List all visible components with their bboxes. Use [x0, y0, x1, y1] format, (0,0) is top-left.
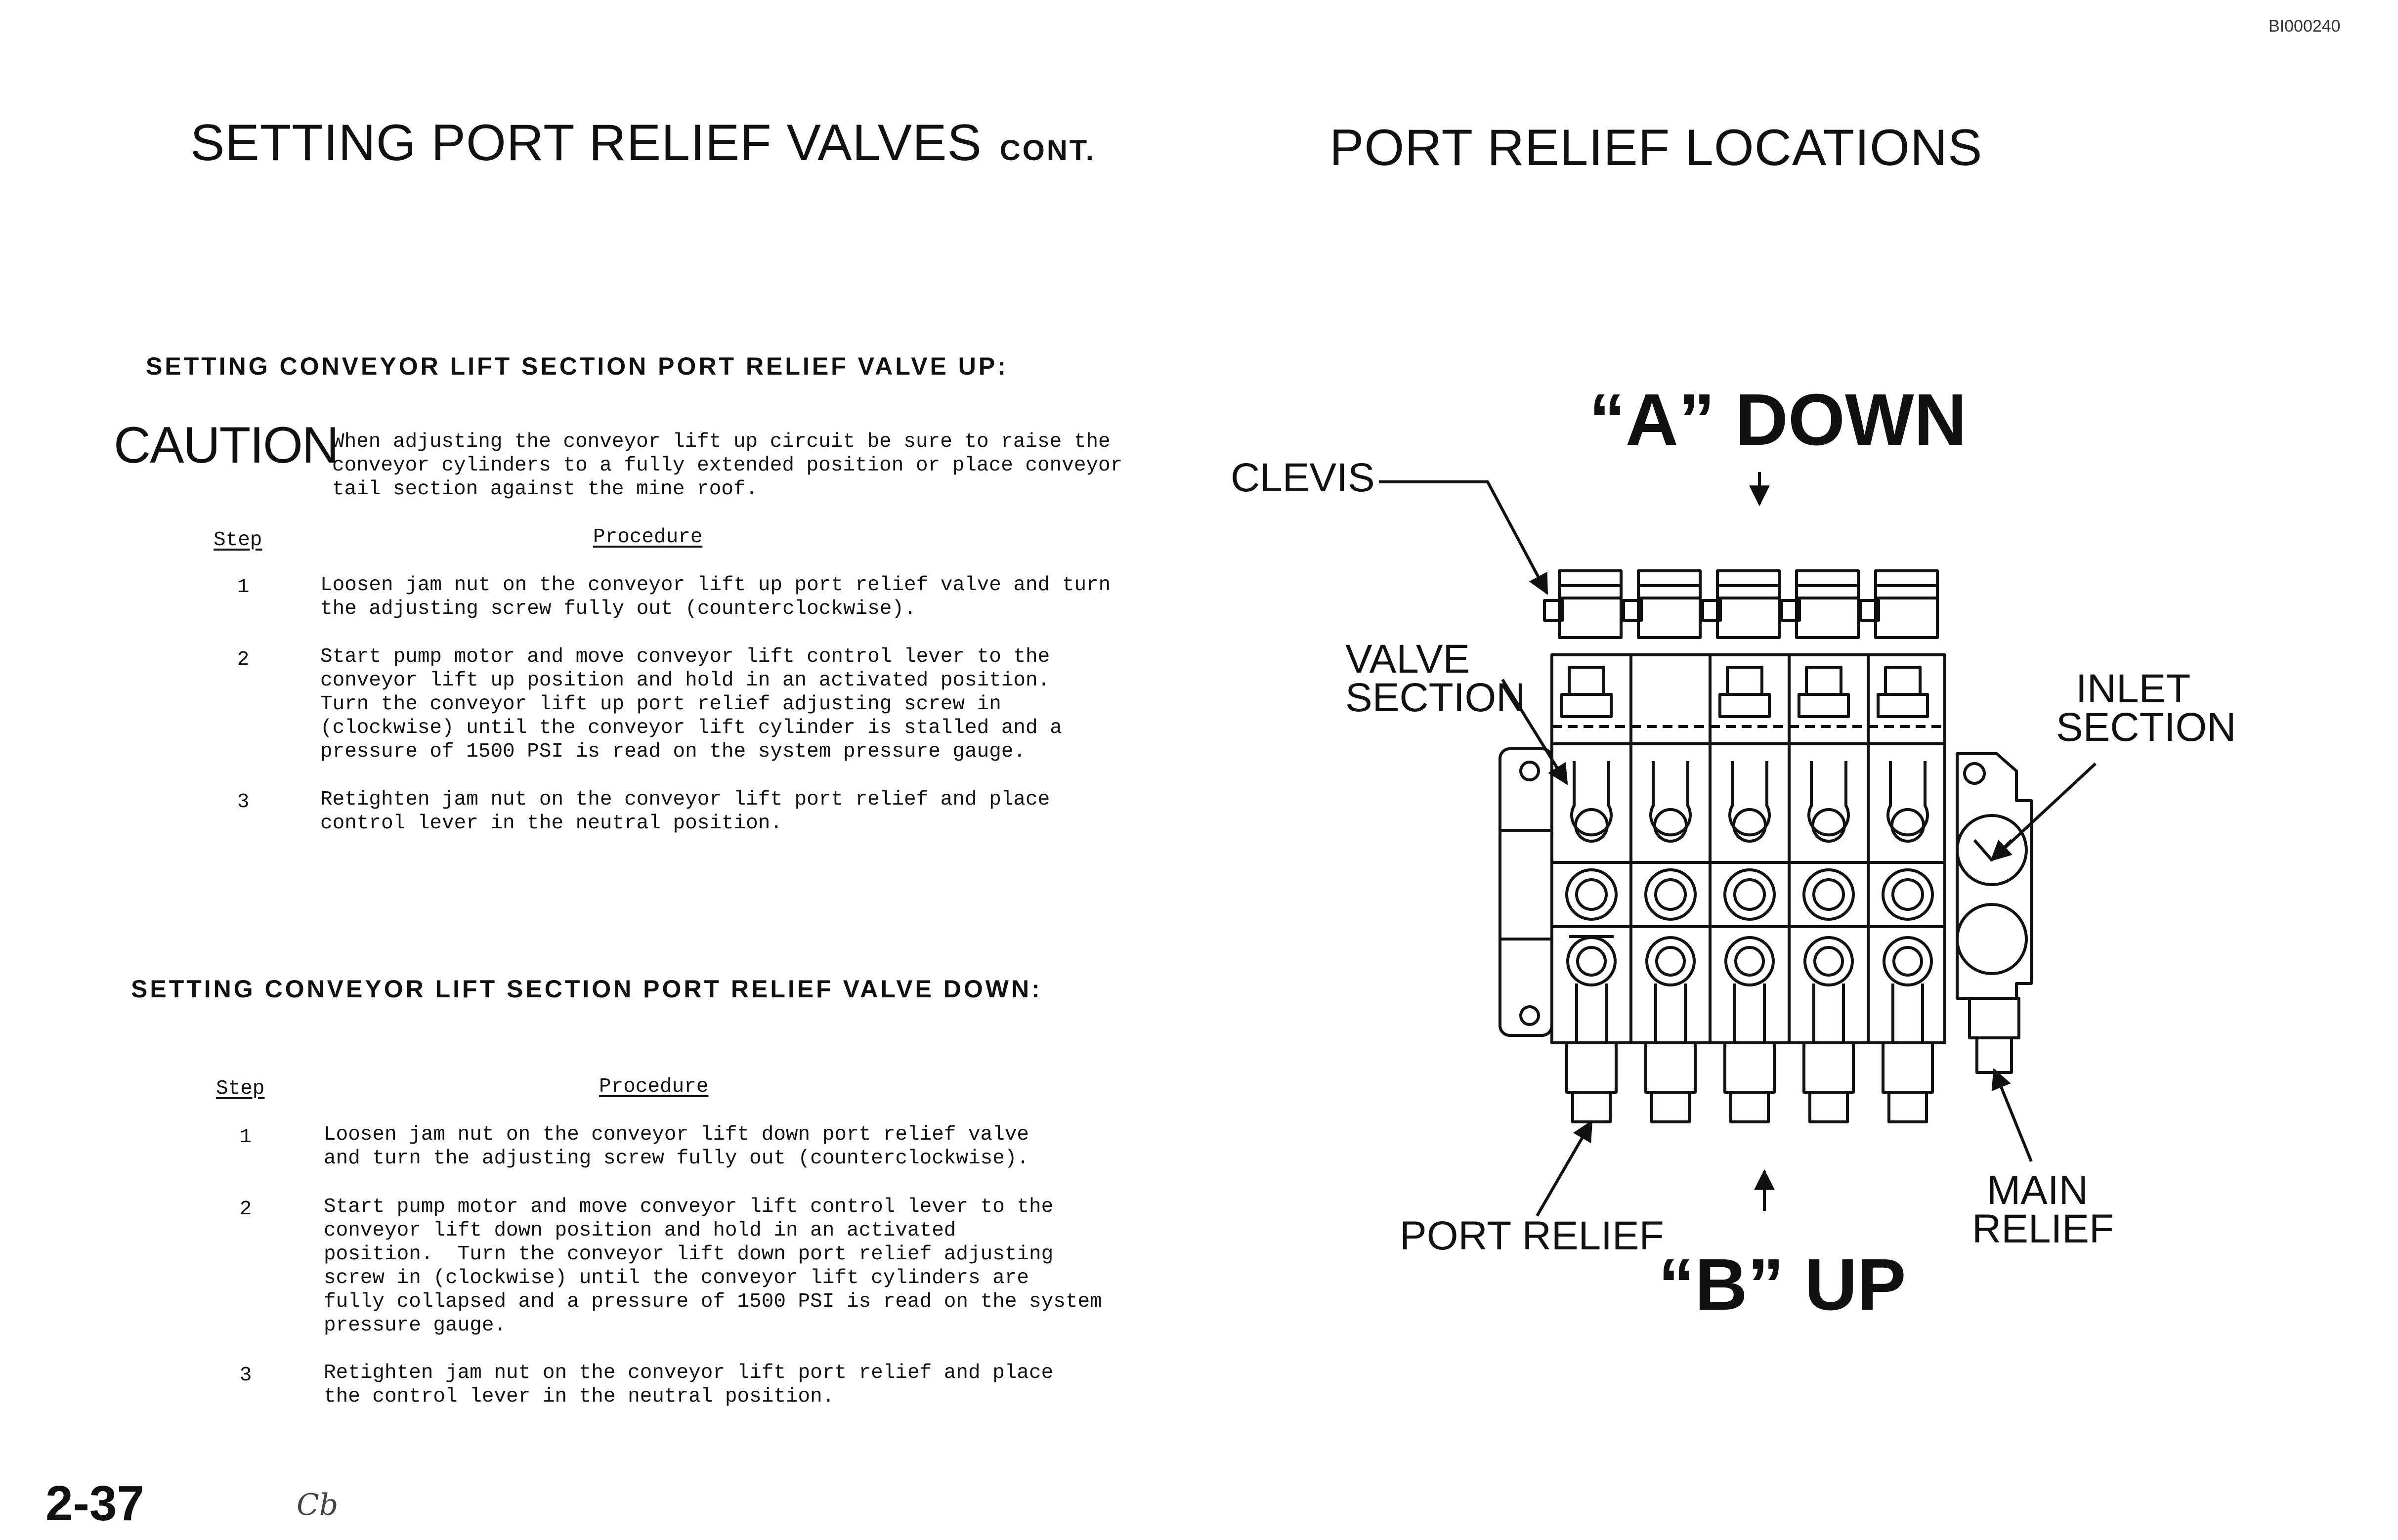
left-page-title: SETTING PORT RELIEF VALVES CONT. — [190, 114, 1096, 172]
down-step-3-text: Retighten jam nut on the conveyor lift p… — [324, 1362, 1054, 1408]
a-down-label: “A” DOWN — [1589, 379, 1967, 461]
b-up-label: “B” UP — [1658, 1244, 1906, 1326]
inlet-section-label-line1: INLET — [2076, 666, 2191, 711]
middle-plug-row — [1565, 868, 1934, 921]
down-step-2-number: 2 — [239, 1198, 252, 1221]
upper-ports-row — [1570, 761, 1929, 843]
clevis-row — [1543, 569, 1939, 639]
inlet-section-label: INLET SECTION — [2056, 666, 2236, 750]
document-id: BI000240 — [2269, 17, 2341, 36]
main-relief-label-line1: MAIN — [1987, 1168, 2088, 1213]
section-down-heading: SETTING CONVEYOR LIFT SECTION PORT RELIE… — [131, 975, 1042, 1003]
down-procedure-header: Procedure — [599, 1075, 709, 1098]
bottom-spool-ends — [1565, 1041, 1934, 1123]
up-procedure-header: Procedure — [593, 526, 703, 549]
valve-section-label: VALVE SECTION — [1345, 637, 1526, 720]
up-step-3-number: 3 — [237, 791, 250, 813]
down-step-1-number: 1 — [239, 1126, 252, 1149]
handwritten-initials: Cb — [297, 1488, 339, 1522]
inlet-section-label-line2: SECTION — [2056, 705, 2236, 750]
inlet-section-body — [1956, 752, 2033, 1074]
down-step-header: Step — [216, 1077, 265, 1100]
up-step-header: Step — [214, 529, 262, 552]
up-step-2-number: 2 — [237, 648, 250, 671]
main-relief-label-line2: RELIEF — [1972, 1206, 2114, 1251]
up-step-2-text: Start pump motor and move conveyor lift … — [320, 645, 1062, 763]
lower-ports-row — [1566, 935, 1933, 1043]
down-step-3-number: 3 — [239, 1364, 252, 1387]
left-title-suffix: CONT. — [999, 134, 1096, 167]
caution-label: CAUTION — [114, 417, 339, 474]
page-number: 2-37 — [45, 1476, 145, 1531]
valve-section-label-line1: VALVE — [1345, 637, 1470, 682]
upper-port-relief-housing — [1550, 653, 1946, 745]
main-valve-body — [1499, 742, 1946, 1044]
caution-text: When adjusting the conveyor lift up circ… — [332, 430, 1123, 501]
down-step-1-text: Loosen jam nut on the conveyor lift down… — [324, 1123, 1029, 1170]
up-step-3-text: Retighten jam nut on the conveyor lift p… — [320, 788, 1050, 835]
leader-lines — [1379, 472, 2097, 1217]
up-step-1-number: 1 — [237, 576, 250, 599]
section-up-heading: SETTING CONVEYOR LIFT SECTION PORT RELIE… — [146, 352, 1008, 380]
left-title-text: SETTING PORT RELIEF VALVES — [190, 114, 982, 171]
main-relief-label: MAIN RELIEF — [1972, 1168, 2114, 1251]
down-step-2-text: Start pump motor and move conveyor lift … — [324, 1196, 1102, 1337]
up-step-1-text: Loosen jam nut on the conveyor lift up p… — [320, 574, 1111, 620]
port-relief-label: PORT RELIEF — [1400, 1213, 1664, 1258]
right-page-title: PORT RELIEF LOCATIONS — [1329, 119, 1983, 176]
valve-section-label-line2: SECTION — [1345, 675, 1526, 720]
clevis-label: CLEVIS — [1231, 455, 1375, 500]
